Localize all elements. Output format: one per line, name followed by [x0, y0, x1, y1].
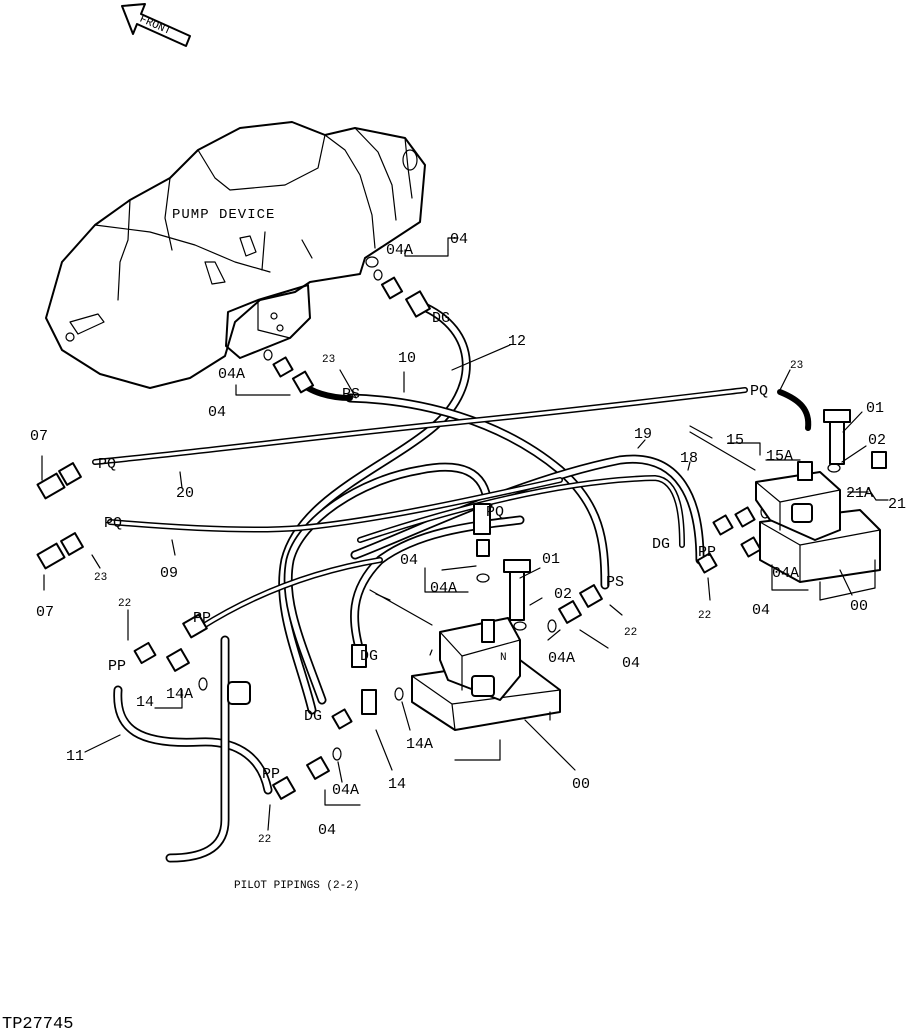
port-pq-mid: PQ — [486, 504, 504, 521]
callout-21a: 21A — [846, 485, 873, 502]
front-label: FRONT — [137, 14, 172, 39]
port-dg-right: DG — [652, 536, 670, 553]
port-dg-mid2: DG — [360, 648, 378, 665]
port-pq-right: PQ — [750, 383, 768, 400]
callout-07-bottom: 07 — [36, 604, 54, 621]
control-valve-mid — [369, 559, 561, 761]
callout-04-low: 04 — [318, 822, 336, 839]
callout-02-mid: 02 — [554, 586, 572, 603]
callout-04a-left: 04A — [218, 366, 245, 383]
fittings — [36, 269, 841, 800]
callout-00-right: 00 — [850, 598, 868, 615]
callout-02-right: 02 — [868, 432, 886, 449]
callout-04a-top: 04A — [386, 242, 413, 259]
port-mark-n: N — [500, 652, 507, 664]
callout-04-mid2: 04 — [622, 655, 640, 672]
port-dg-top: DG — [432, 310, 450, 327]
callout-10: 10 — [398, 350, 416, 367]
callout-04a-low: 04A — [332, 782, 359, 799]
callout-00-mid: 00 — [572, 776, 590, 793]
callout-14: 14 — [136, 694, 154, 711]
callout-23-right: 23 — [790, 360, 803, 372]
pump-device: PUMP DEVICE — [45, 121, 426, 389]
leader-lines — [41, 237, 889, 831]
callout-04-mid: 04 — [400, 552, 418, 569]
callout-19: 19 — [634, 426, 652, 443]
pump-label: PUMP DEVICE — [172, 207, 275, 223]
port-pq-left-top: PQ — [98, 456, 116, 473]
callout-22-left: 22 — [118, 598, 131, 610]
callout-01-mid: 01 — [542, 551, 560, 568]
callout-21: 21 — [888, 496, 906, 513]
control-valve-right — [689, 409, 887, 601]
port-tags: DG PS PQ PQ PQ PQ PS DG PP PP PP DG DG P… — [98, 310, 768, 783]
port-dg-mid1: DG — [304, 708, 322, 725]
hoses — [92, 300, 812, 863]
callout-22-low: 22 — [258, 834, 271, 846]
callout-23-left: 23 — [94, 572, 107, 584]
front-arrow: FRONT — [121, 3, 191, 47]
callout-18: 18 — [680, 450, 698, 467]
pilot-pipings-label: PILOT PIPINGS (2-2) — [234, 880, 359, 892]
callout-11: 11 — [66, 748, 84, 765]
callout-04a-right: 04A — [772, 565, 799, 582]
callout-04-left: 04 — [208, 404, 226, 421]
callout-15a: 15A — [766, 448, 793, 465]
callout-04a-mid: 04A — [430, 580, 457, 597]
port-ps-mid: PS — [606, 574, 624, 591]
callout-09: 09 — [160, 565, 178, 582]
callouts: 04 04A 04A 04 23 10 12 23 01 02 15 15A 2… — [30, 231, 906, 846]
callout-22-mid: 22 — [624, 627, 637, 639]
drawing-id: TP27745 — [2, 1015, 73, 1032]
callout-20: 20 — [176, 485, 194, 502]
callout-04-top: 04 — [450, 231, 468, 248]
port-ps-top: PS — [342, 386, 360, 403]
callout-14a-low: 14A — [406, 736, 433, 753]
port-pp-mid: PP — [193, 610, 211, 627]
callout-14a: 14A — [166, 686, 193, 703]
port-pp-low: PP — [262, 766, 280, 783]
callout-07-top: 07 — [30, 428, 48, 445]
port-pp-left: PP — [108, 658, 126, 675]
callout-23-top: 23 — [322, 354, 335, 366]
callout-04a-mid2: 04A — [548, 650, 575, 667]
port-pq-left-bottom: PQ — [104, 515, 122, 532]
callout-22-right: 22 — [698, 610, 711, 622]
callout-04-right: 04 — [752, 602, 770, 619]
callout-01-right: 01 — [866, 400, 884, 417]
callout-15: 15 — [726, 432, 744, 449]
callout-12: 12 — [508, 333, 526, 350]
port-pp-right: PP — [698, 544, 716, 561]
callout-14-low: 14 — [388, 776, 406, 793]
